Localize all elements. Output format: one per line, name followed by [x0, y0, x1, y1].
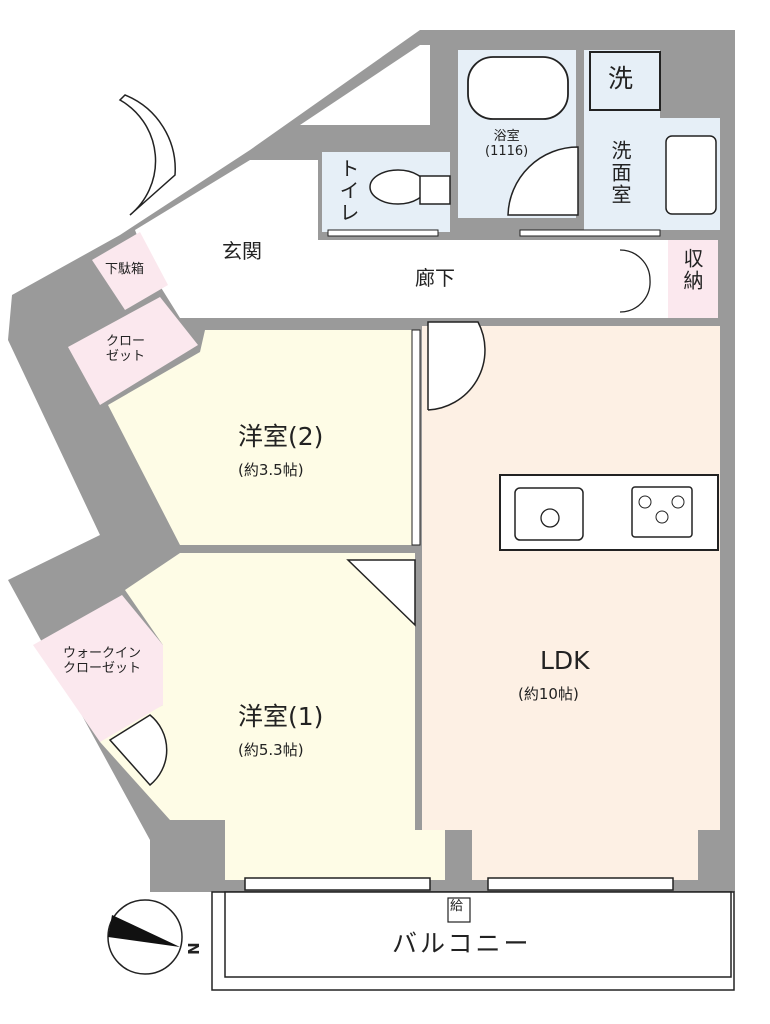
- walk-in-closet-door: [108, 714, 168, 787]
- bathroom-label: 浴室(1116): [485, 129, 529, 159]
- laundry-box: [589, 51, 661, 111]
- hallway-floor: [318, 240, 668, 318]
- water-heater-symbol: 給: [450, 899, 464, 914]
- closet-floor: [68, 297, 198, 405]
- closet-label: クローゼット: [106, 334, 146, 364]
- western2-label: 洋室(2): [238, 422, 324, 451]
- western2-size: (約3.5帖): [238, 461, 304, 479]
- toilet-bowl: [369, 169, 427, 205]
- balcony-label: バルコニー: [392, 929, 532, 958]
- western1-floor: [100, 553, 445, 880]
- entrance-label: 玄関: [222, 239, 262, 263]
- western1-label: 洋室(1): [238, 702, 324, 731]
- walk-in-closet-floor: [33, 595, 163, 742]
- entrance-door: [118, 94, 176, 216]
- compass-north-label: N: [183, 942, 202, 955]
- western1-door: [346, 559, 416, 627]
- balcony-rail-inner: [224, 891, 732, 978]
- ldk-floor: [422, 326, 720, 880]
- western2-floor: [108, 330, 415, 545]
- walk-in-closet-label: ウォークインクローゼット: [63, 646, 142, 676]
- western1-size: (約5.3帖): [238, 741, 304, 759]
- laundry-symbol: 洗: [608, 64, 634, 93]
- ldk-door: [427, 321, 486, 411]
- toilet-label: トイレ: [336, 158, 360, 224]
- storage-label: 収納: [680, 248, 704, 292]
- ldk-label: LDK: [540, 646, 590, 675]
- bathtub: [467, 56, 569, 120]
- storage-floor: [668, 240, 718, 318]
- hallway-label: 廊下: [415, 266, 455, 290]
- compass-icon: [107, 899, 183, 975]
- ldk-size: (約10帖): [518, 685, 579, 703]
- entry-porch: [300, 45, 430, 125]
- storage-door: [619, 249, 651, 313]
- shoebox-floor: [92, 232, 168, 310]
- bath-door: [507, 146, 579, 216]
- washroom-label: 洗面室: [608, 140, 632, 206]
- shoebox-label: 下駄箱: [105, 262, 145, 277]
- vanity-sink: [665, 135, 717, 215]
- entrance-floor: [135, 160, 318, 318]
